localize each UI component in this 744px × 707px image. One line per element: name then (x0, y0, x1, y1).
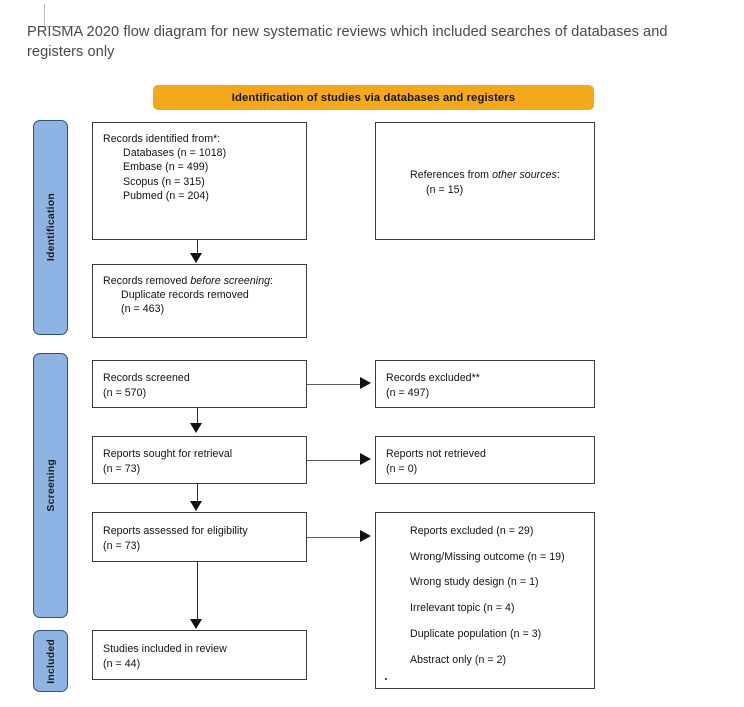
exclusion-reason-irrelevant-topic: Irrelevant topic (n = 4) (410, 602, 515, 615)
references-emphasis: other sources (492, 169, 557, 182)
box-records-removed: Records removed before screening: Duplic… (92, 264, 307, 338)
box-reports-not-retrieved: Reports not retrieved (n = 0) (375, 436, 595, 484)
records-identified-item-embase: Embase (n = 499) (123, 161, 209, 174)
stage-bar-screening: Screening (33, 353, 68, 618)
records-removed-heading: Records removed before screening: (103, 274, 297, 288)
studies-included-label: Studies included in review (103, 643, 227, 656)
reports-assessed-count: (n = 73) (103, 539, 141, 552)
references-heading: References from other sources: (386, 168, 585, 182)
records-identified-item-scopus: Scopus (n = 315) (123, 175, 205, 188)
box-exclusion-reasons: Reports excluded (n = 29) Wrong/Missing … (375, 512, 595, 689)
reports-sought-count: (n = 73) (103, 462, 141, 475)
connector-screened-to-excluded (307, 384, 361, 385)
reports-not-retrieved-count: (n = 0) (386, 462, 418, 475)
identification-banner: Identification of studies via databases … (153, 85, 594, 110)
records-removed-lead: Records removed (103, 275, 191, 287)
records-removed-count: (n = 463) (121, 303, 165, 316)
references-count: (n = 15) (426, 183, 464, 196)
records-removed-trail: : (270, 275, 274, 287)
records-identified-heading: Records identified from*: (103, 133, 221, 145)
box-records-excluded: Records excluded** (n = 497) (375, 360, 595, 408)
records-identified-item-pubmed: Pubmed (n = 204) (123, 189, 209, 202)
reports-assessed-label: Reports assessed for eligibility (103, 525, 248, 538)
records-excluded-label: Records excluded** (386, 372, 480, 385)
stage-bar-included: Included (33, 630, 68, 692)
exclusion-reason-wrong-study-design: Wrong study design (n = 1) (410, 576, 539, 589)
records-screened-count: (n = 570) (103, 386, 147, 399)
box-reports-assessed: Reports assessed for eligibility (n = 73… (92, 512, 307, 562)
arrowhead-sought-to-not-retrieved-icon (360, 453, 371, 465)
exclusion-reason-abstract-only: Abstract only (n = 2) (410, 653, 507, 666)
box-reports-sought: Reports sought for retrieval (n = 73) (92, 436, 307, 484)
box-records-identified: Records identified from*: Databases (n =… (92, 122, 307, 240)
stray-dot-mark (385, 678, 387, 680)
references-lead: References from (410, 169, 493, 182)
box-records-screened: Records screened (n = 570) (92, 360, 307, 408)
records-screened-label: Records screened (103, 372, 190, 385)
connector-screened-to-sought (197, 408, 198, 424)
box-studies-included: Studies included in review (n = 44) (92, 630, 307, 680)
arrowhead-sought-to-assessed-icon (190, 501, 202, 511)
references-trail: : (556, 169, 560, 182)
stage-label-identification: Identification (44, 193, 57, 262)
crop-mark (44, 4, 81, 27)
records-removed-emphasis: before screening (190, 275, 271, 287)
connector-identified-to-removed (197, 240, 198, 255)
reports-not-retrieved-label: Reports not retrieved (386, 448, 486, 461)
exclusion-reason-duplicate-population: Duplicate population (n = 3) (410, 627, 542, 640)
page-title: PRISMA 2020 flow diagram for new systema… (27, 24, 668, 60)
records-identified-item-databases: Databases (n = 1018) (123, 147, 227, 160)
stage-label-screening: Screening (44, 459, 57, 512)
stage-bar-identification: Identification (33, 120, 68, 335)
arrowhead-screened-to-sought-icon (190, 423, 202, 433)
connector-sought-to-not-retrieved (307, 460, 361, 461)
arrowhead-assessed-to-included-icon (190, 619, 202, 629)
box-references-other-sources: References from other sources: (n = 15) (375, 122, 595, 240)
identification-banner-label: Identification of studies via databases … (231, 91, 516, 104)
exclusion-reason-wrong-missing-outcome: Wrong/Missing outcome (n = 19) (410, 550, 565, 563)
stage-label-included: Included (44, 638, 57, 684)
arrowhead-identified-to-removed-icon (190, 253, 202, 263)
studies-included-count: (n = 44) (103, 657, 141, 670)
reports-sought-label: Reports sought for retrieval (103, 448, 233, 461)
exclusion-reason-reports-excluded: Reports excluded (n = 29) (410, 525, 534, 537)
connector-sought-to-assessed (197, 484, 198, 502)
arrowhead-assessed-to-reasons-icon (360, 530, 371, 542)
records-removed-item: Duplicate records removed (121, 289, 249, 302)
records-excluded-count: (n = 497) (386, 386, 430, 399)
connector-assessed-to-reasons (307, 537, 361, 538)
connector-assessed-to-included (197, 562, 198, 620)
arrowhead-screened-to-excluded-icon (360, 377, 371, 389)
